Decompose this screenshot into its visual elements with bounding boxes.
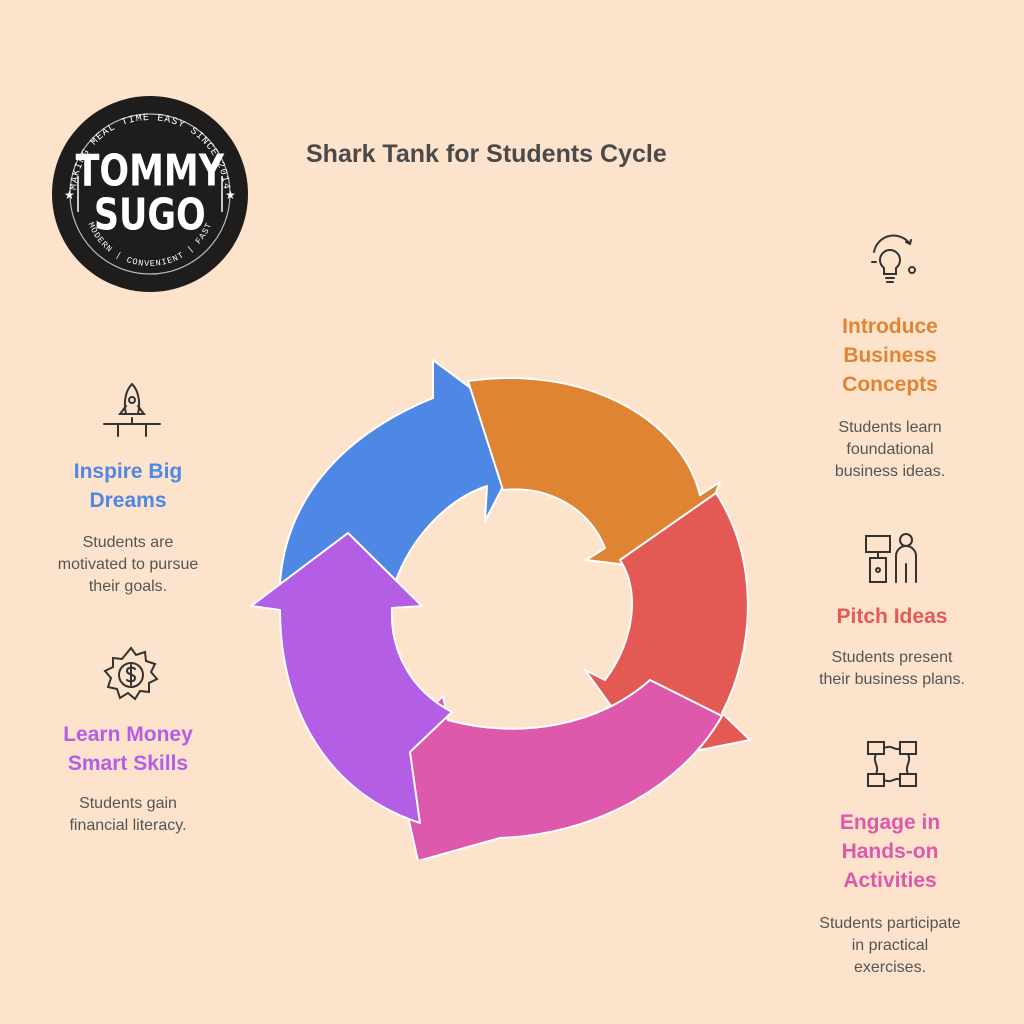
lightbulb-icon <box>860 232 924 296</box>
engage-description: Students participate in practical exerci… <box>819 915 961 976</box>
svg-text:★: ★ <box>225 188 236 202</box>
svg-text:★: ★ <box>64 188 75 202</box>
introduce-title: Introduce Business Concepts <box>842 315 938 396</box>
red-arrow <box>584 492 751 761</box>
pitch-title: Pitch Ideas <box>836 605 948 628</box>
inspire-description: Students are motivated to pursue their g… <box>57 534 199 595</box>
tommy-sugo-logo: MAKING MEAL TIME EASY SINCE 2014 MODERN … <box>44 96 256 292</box>
learn-description: Students gain financial literacy. <box>69 795 187 834</box>
inspire-title: Inspire Big Dreams <box>73 460 183 512</box>
orange-arrow <box>467 377 721 573</box>
blue-arrow <box>279 359 532 584</box>
engage-title: Engage in Hands-on Activities <box>839 811 941 892</box>
cycle-diagram <box>240 350 760 862</box>
presenter-podium-icon <box>860 528 924 590</box>
dollar-gear-icon <box>100 644 162 706</box>
rocket-launch-icon <box>100 380 164 442</box>
hands-together-icon <box>860 734 924 794</box>
pitch-description: Students present their business plans. <box>819 649 965 688</box>
learn-title: Learn Money Smart Skills <box>63 723 193 775</box>
page-title: Shark Tank for Students Cycle <box>306 140 667 168</box>
purple-arrow <box>250 532 453 824</box>
svg-text:SUGO: SUGO <box>94 190 206 241</box>
introduce-description: Students learn foundational business ide… <box>834 419 946 480</box>
svg-text:TOMMY: TOMMY <box>76 146 226 197</box>
